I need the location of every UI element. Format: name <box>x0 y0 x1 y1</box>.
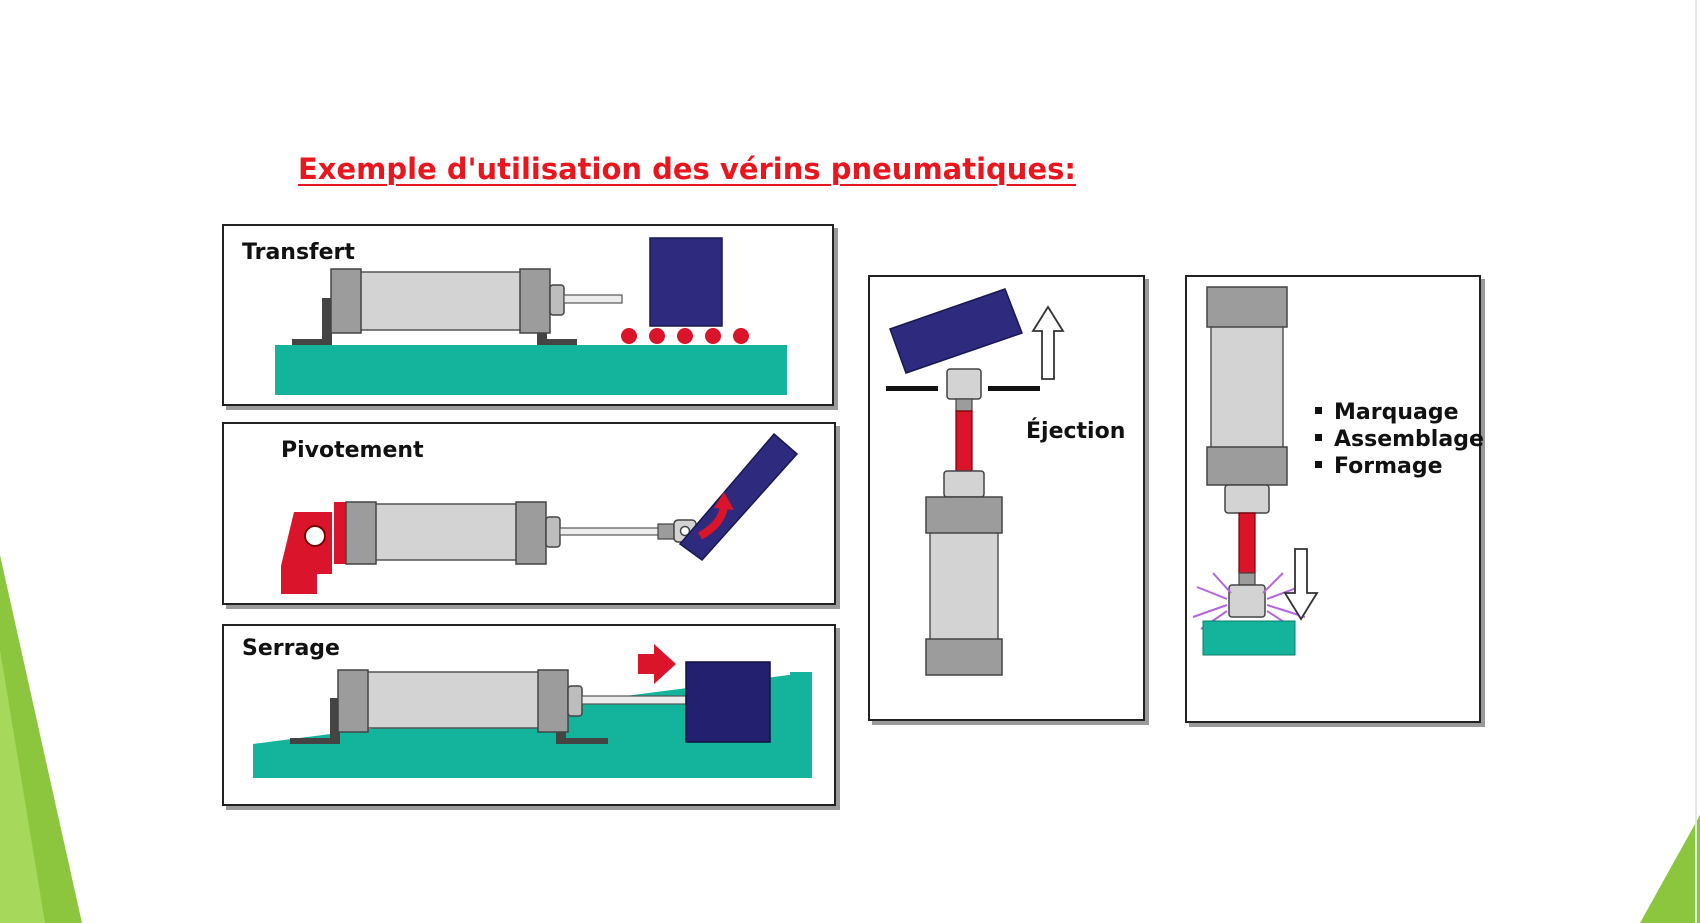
piston-rod <box>581 695 687 705</box>
piston-rod <box>559 527 661 536</box>
ejection-diagram <box>886 288 1065 676</box>
impact-lines <box>1192 572 1306 630</box>
panel-serrage: Serrage <box>222 624 836 806</box>
up-arrow <box>1031 305 1065 380</box>
slide-title: Exemple d'utilisation des vérins pneumat… <box>298 152 1076 186</box>
panel-ejection: Éjection <box>868 275 1145 721</box>
transfert-diagram <box>275 237 787 395</box>
panel-pivotement: Pivotement <box>222 422 836 605</box>
down-arrow <box>1283 548 1319 621</box>
rotation-arrow <box>714 492 734 510</box>
applications-list: Marquage Assemblage Formage <box>1315 399 1484 480</box>
clamp-arrow <box>638 644 676 684</box>
piston-rod <box>1238 512 1256 574</box>
press-diagram <box>1192 286 1319 656</box>
workpiece <box>685 661 771 743</box>
cylinder-body <box>351 503 533 561</box>
cylinder-body <box>1210 302 1284 464</box>
base-table <box>253 744 812 778</box>
cylinder-body <box>341 671 555 729</box>
label-pivotement: Pivotement <box>281 438 424 463</box>
serrage-diagram <box>253 644 812 778</box>
application-item: Marquage <box>1315 399 1484 426</box>
label-serrage: Serrage <box>242 636 340 661</box>
pivot-plate <box>678 432 799 562</box>
cylinder-body <box>929 516 999 654</box>
application-item: Assemblage <box>1315 426 1484 453</box>
pivotement-diagram <box>281 432 799 594</box>
panel-applications: Marquage Assemblage Formage <box>1185 275 1484 723</box>
label-transfert: Transfert <box>242 240 355 265</box>
base-table <box>275 345 787 395</box>
panel-transfert: Transfert <box>222 224 834 406</box>
application-item: Formage <box>1315 453 1484 480</box>
cylinder-body <box>335 271 547 331</box>
label-ejection: Éjection <box>1026 419 1126 444</box>
piston-rod <box>955 410 973 472</box>
workpiece <box>649 237 723 327</box>
base-table <box>1202 620 1296 656</box>
ejected-workpiece <box>889 288 1023 374</box>
pivot-mount <box>281 512 332 594</box>
piston-rod <box>563 294 623 304</box>
